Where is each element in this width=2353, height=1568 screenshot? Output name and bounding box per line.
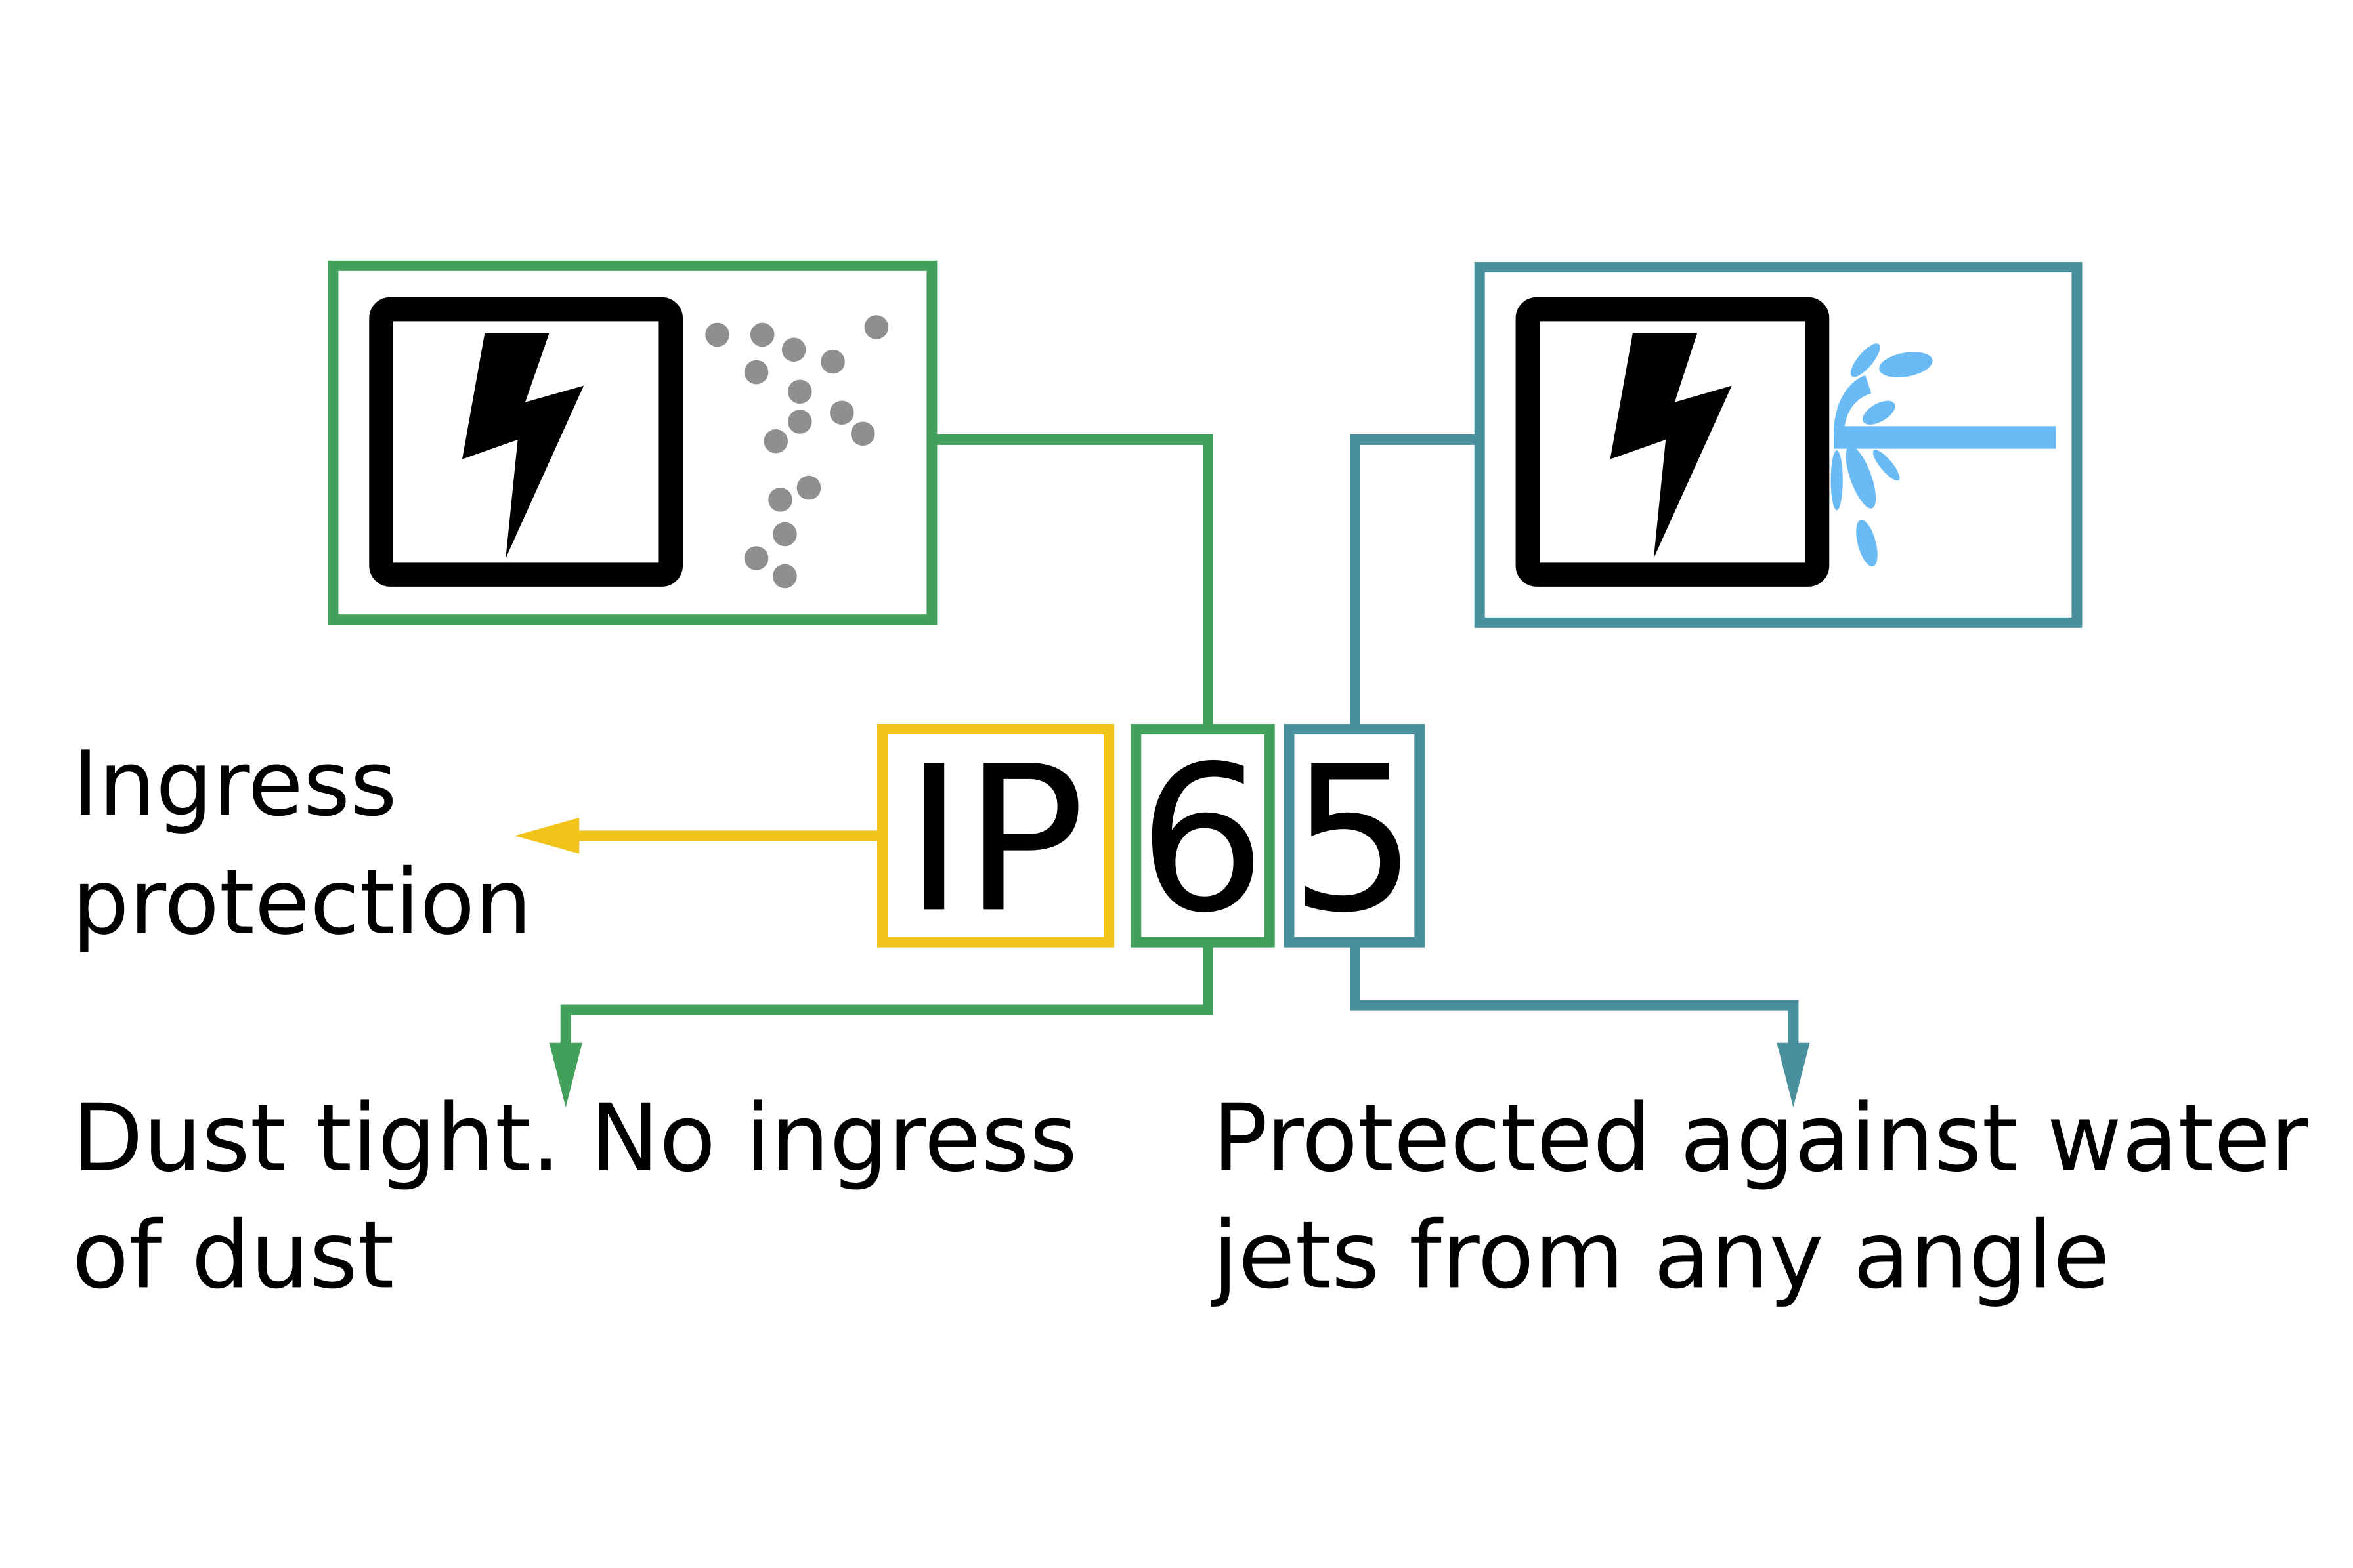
ip-prefix-text: IP (905, 723, 1085, 957)
water-label-line2: jets from any angle (1211, 1201, 2110, 1309)
prefix-arrow (515, 817, 882, 854)
dust-label-line2: of dust (72, 1201, 395, 1309)
dust-connector-line (932, 434, 1213, 730)
water-protection-icon (1474, 262, 2083, 628)
first-digit-box: 6 (1131, 723, 1275, 957)
ip-prefix-box: IP (877, 723, 1115, 957)
second-digit-box: 5 (1284, 723, 1425, 957)
lightning-bolt-icon (462, 333, 584, 559)
first-digit-text: 6 (1138, 723, 1266, 957)
water-arrow (1350, 942, 1810, 1108)
water-jet-icon (1830, 343, 2056, 567)
dust-arrow (549, 942, 1213, 1108)
water-label-line1: Protected against water (1213, 1084, 2308, 1193)
dust-protection-icon (328, 260, 938, 625)
dust-particles-icon (705, 315, 889, 589)
water-connector-line (1350, 434, 1480, 730)
prefix-label-line1: Ingress (72, 732, 397, 836)
lightning-bolt-icon (1610, 333, 1732, 559)
second-digit-text: 5 (1289, 723, 1417, 957)
dust-label-line1: Dust tight. No ingress (72, 1084, 1077, 1193)
prefix-label-line2: protection (72, 851, 532, 955)
